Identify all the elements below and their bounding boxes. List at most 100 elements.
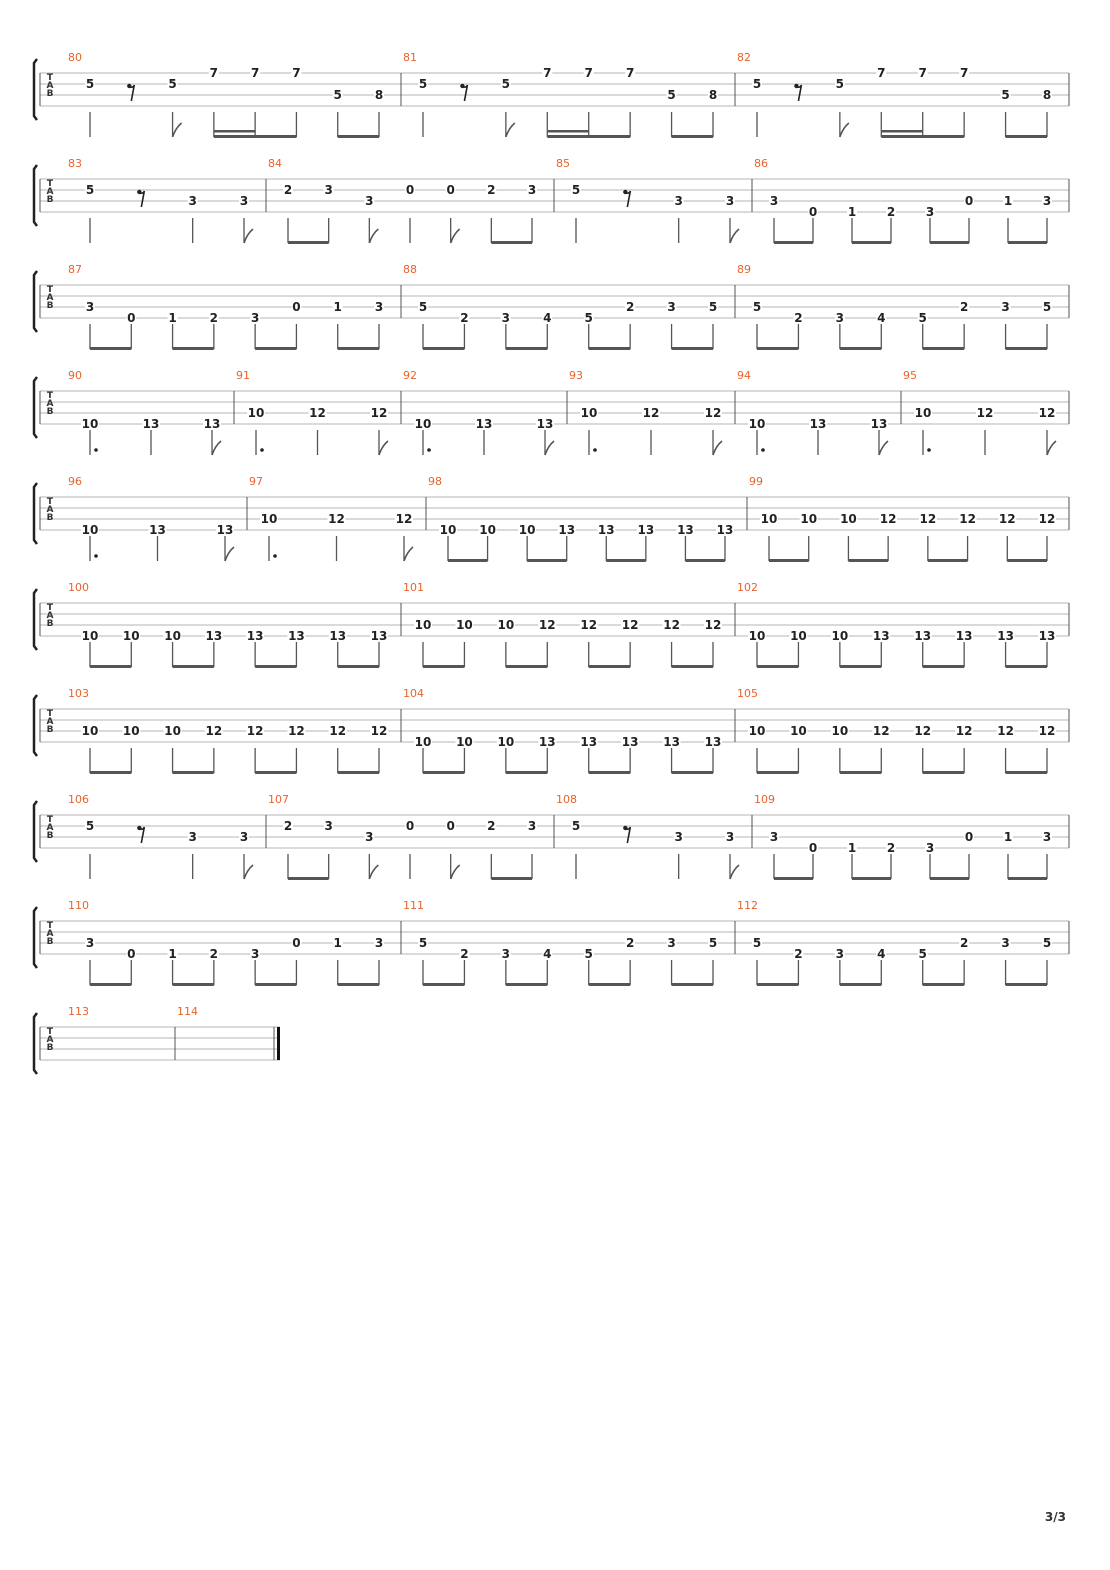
fret-number: 12 [880,512,897,526]
note-flag [403,546,414,562]
fret-number: 0 [965,830,973,844]
tab-clef-letter: T [47,815,54,825]
fret-backing [167,312,178,323]
beam [881,135,965,138]
beam [1005,771,1047,774]
fret-backing [500,312,511,323]
fret-number: 0 [127,947,135,961]
measure-number: 104 [403,687,424,700]
note-flag [729,228,740,244]
fret-backing [148,524,167,535]
fret-backing [445,820,456,831]
fret-number: 3 [667,300,675,314]
fret-backing [1038,630,1056,641]
fret-backing [496,619,515,630]
fret-backing [662,736,681,747]
tab-clef-letter: B [47,937,54,947]
fret-number: 3 [324,183,332,197]
dot [761,448,765,452]
fret-backing [704,619,722,630]
fret-backing [752,937,762,948]
fret-backing [959,301,970,312]
beam [839,665,882,668]
tab-clef-letter: T [47,603,54,613]
tab-clef-letter: A [47,929,54,939]
dot [427,448,431,452]
eighth-rest [139,190,146,208]
fret-backing [571,184,581,195]
fret-backing [291,301,302,312]
beam [922,347,965,350]
beam [671,983,713,986]
fret-number: 3 [836,311,844,325]
fret-number: 12 [539,618,556,632]
fret-backing [126,312,137,323]
fret-backing [834,78,845,89]
beam [337,665,379,668]
fret-backing [918,513,937,524]
fret-number: 1 [334,936,342,950]
note-flag [368,228,379,244]
fret-backing [478,524,497,535]
measure-number: 107 [268,793,289,806]
fret-number: 13 [149,523,166,537]
fret-backing [769,195,779,206]
fret-backing [518,524,537,535]
fret-backing [917,948,928,959]
fret-backing [964,195,974,206]
fret-backing [579,619,598,630]
fret-backing [1042,937,1052,948]
fret-backing [163,630,182,641]
note-flag [878,440,889,456]
beam [757,665,799,668]
fret-number: 3 [251,947,259,961]
fret-number: 10 [82,724,99,738]
tab-clef-letter: T [47,391,54,401]
fret-number: 2 [487,819,495,833]
fret-number: 4 [543,947,551,961]
fret-number: 10 [498,735,515,749]
fret-backing [439,524,457,535]
fret-number: 2 [210,947,218,961]
fret-number: 2 [794,947,802,961]
fret-backing [445,184,456,195]
fret-number: 10 [261,512,278,526]
fret-number: 4 [877,311,885,325]
tab-clef-letter: T [47,497,54,507]
fret-backing [662,619,681,630]
fret-number: 3 [1001,300,1009,314]
system-bracket [32,800,38,863]
fret-number: 12 [371,406,388,420]
fret-number: 0 [809,205,817,219]
fret-number: 10 [749,629,766,643]
fret-backing [239,831,249,842]
beam [588,983,631,986]
fret-number: 2 [487,183,495,197]
beam [922,665,965,668]
fret-backing [323,820,334,831]
fret-number: 0 [809,841,817,855]
beam [505,983,548,986]
fret-number: 3 [188,194,196,208]
fret-backing [85,78,95,89]
fret-backing [847,206,857,217]
beam [774,877,813,880]
fret-number: 0 [292,300,300,314]
tab-clef-letter: A [47,823,54,833]
beam [423,983,465,986]
fret-number: 3 [251,311,259,325]
beam [172,347,214,350]
fret-backing [808,842,818,853]
fret-backing [250,948,261,959]
fret-backing [291,937,302,948]
dot [927,448,931,452]
fret-backing [917,312,928,323]
fret-backing [752,301,762,312]
beam [671,771,713,774]
fret-number: 7 [877,66,885,80]
fret-number: 2 [626,300,634,314]
beam [671,135,713,138]
fret-number: 5 [1043,300,1051,314]
fret-backing [260,513,278,524]
fret-number: 12 [997,724,1014,738]
